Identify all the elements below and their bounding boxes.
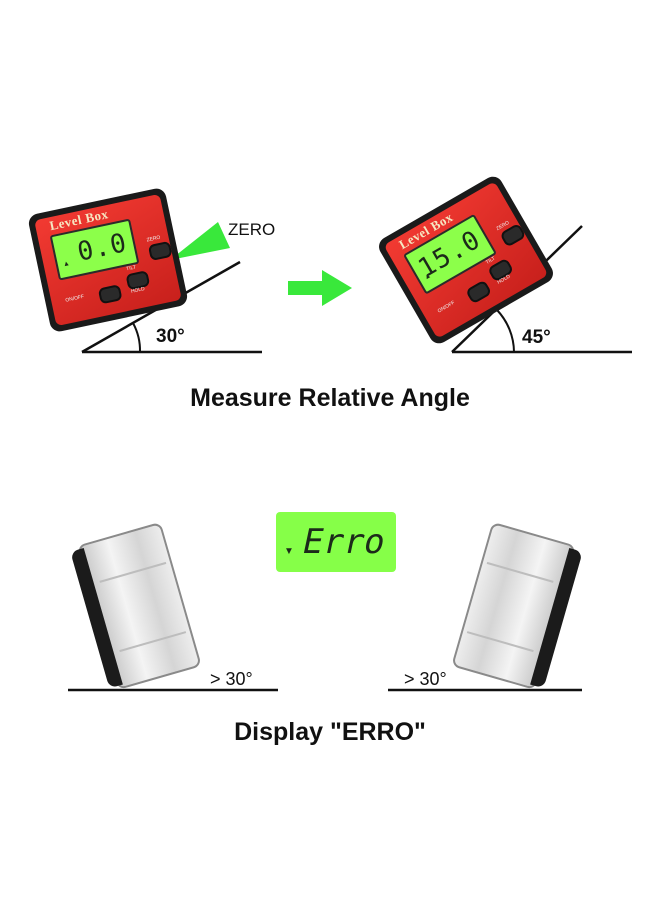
angle-label-bottom-left: > 30° xyxy=(210,669,253,689)
caption-measure-relative-angle: Measure Relative Angle xyxy=(190,384,470,412)
box-seam xyxy=(486,561,554,583)
error-lcd-display: ▼ Erro xyxy=(276,512,396,572)
angle-label-bottom-right: > 30° xyxy=(404,669,447,689)
lcd-error-text: Erro xyxy=(298,522,390,562)
angle-label-left: 30° xyxy=(156,326,185,347)
zero-pointer xyxy=(170,222,230,260)
lcd-indicator-icon: ▼ xyxy=(284,546,294,557)
direction-arrow xyxy=(288,270,352,306)
lcd-reading: 0.0 xyxy=(74,228,130,268)
angle-arc-left xyxy=(132,322,142,353)
angle-arc-right xyxy=(496,309,515,353)
lcd-indicator-icon: ▲ xyxy=(62,260,71,269)
zero-label: ZERO xyxy=(228,220,276,239)
angle-label-right: 45° xyxy=(522,327,551,348)
caption-display-erro: Display "ERRO" xyxy=(234,718,426,746)
box-seam xyxy=(99,561,167,583)
box-seam xyxy=(466,631,534,653)
box-seam xyxy=(119,631,187,653)
